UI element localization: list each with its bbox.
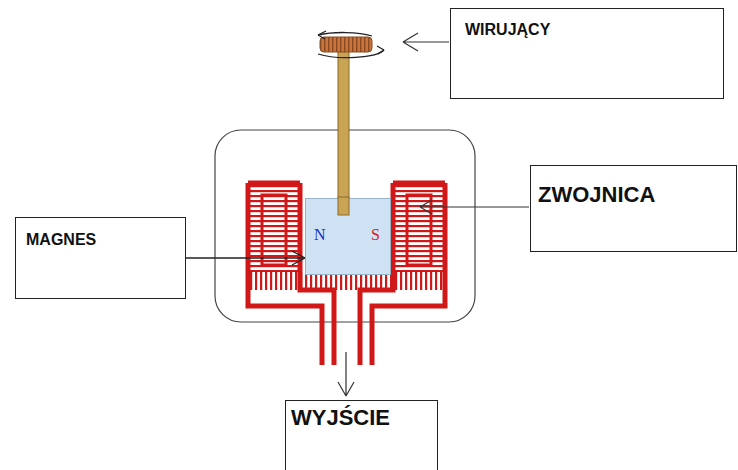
callout-label: ZWOJNICA: [538, 182, 655, 208]
shaft: [338, 45, 349, 210]
knob: [320, 37, 372, 52]
label-box: ZWOJNICA: [530, 165, 737, 252]
shaft: [338, 197, 349, 215]
callout-label: WYJŚCIE: [291, 405, 390, 431]
label-box: WYJŚCIE: [285, 400, 438, 470]
pole-label: S: [371, 226, 380, 244]
coil-winding: [248, 183, 445, 365]
magnet: NS: [305, 198, 391, 275]
connector-arrow: [186, 251, 305, 265]
callout-label: WIRUJĄCY: [465, 21, 550, 39]
pole-label: N: [314, 226, 326, 244]
label-box: MAGNES: [15, 217, 186, 299]
callout-label: MAGNES: [26, 231, 96, 249]
rotation-arrow: [318, 31, 384, 58]
label-box: WIRUJĄCY: [450, 8, 724, 99]
